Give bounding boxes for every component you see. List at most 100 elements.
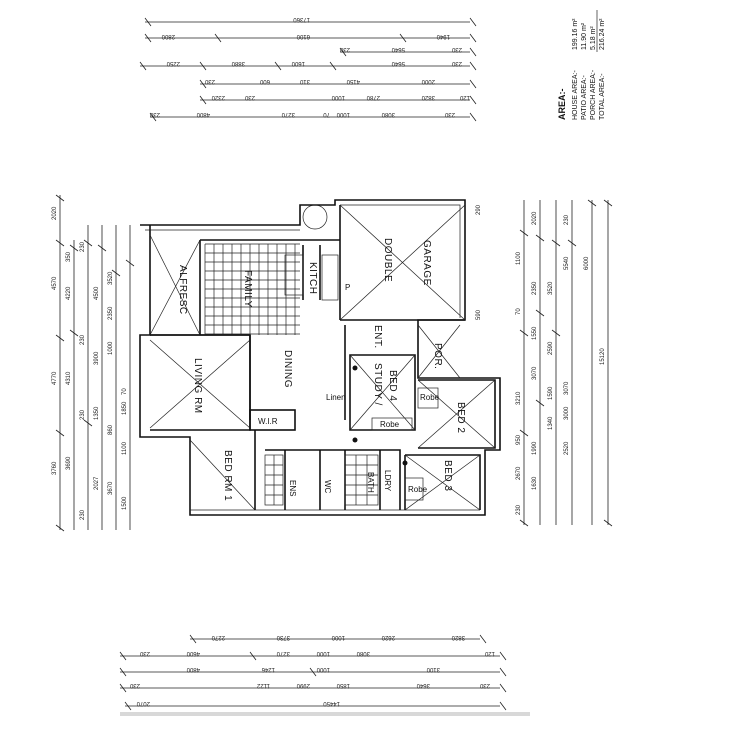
dim-left: 3670 (108, 481, 114, 495)
room-robe-study: Robe (380, 420, 400, 429)
dim-top: 230 (339, 46, 350, 52)
dim-top: 3880 (231, 60, 245, 66)
dim-left: 4220 (66, 286, 72, 300)
dim-top: 2800 (161, 33, 175, 39)
dim-left: 230 (80, 241, 86, 252)
dim-bottom: 14450 (323, 700, 340, 706)
dim-right: 1630 (532, 476, 538, 490)
dim-right: 1990 (532, 441, 538, 455)
dim-right: 2590 (548, 341, 554, 355)
dim-right: 1340 (548, 416, 554, 430)
dim-bottom: 2270 (211, 634, 225, 640)
dim-top: 2000 (421, 78, 435, 84)
area-value: 5.18 m² (590, 26, 597, 50)
dim-right: 2520 (564, 441, 570, 455)
dim-top: 1600 (291, 60, 305, 66)
dim-left: 3760 (52, 461, 58, 475)
dim-left: 3520 (108, 271, 114, 285)
area-value: 199.16 m² (572, 18, 579, 50)
dim-top: 2780 (366, 94, 380, 100)
dim-right: 1100 (516, 251, 522, 265)
bottom-dimensions: 2270 3730 1000 2620 3820 230 4600 3270 1… (119, 634, 530, 716)
dim-left: 4770 (52, 371, 58, 385)
dim-bottom: 2990 (296, 682, 310, 688)
room-family: FAMILY (242, 270, 253, 308)
dim-bottom: 3640 (416, 682, 430, 688)
area-label: PORCH AREA:- (590, 69, 597, 120)
room-double-label: DOUBLE (382, 238, 393, 282)
dim-top: 1000 (331, 94, 345, 100)
dim-bottom: 1246 (261, 666, 275, 672)
dim-right: 290 (476, 204, 482, 215)
area-value: 216.24 m² (599, 18, 606, 50)
area-value: 11.90 m² (581, 22, 588, 50)
dim-bottom: 3100 (426, 666, 440, 672)
dim-left: 2027 (94, 476, 100, 490)
dim-top: 4800 (196, 111, 210, 117)
dim-right: 3520 (548, 281, 554, 295)
dim-left: 4570 (52, 276, 58, 290)
dim-top: 3080 (381, 111, 395, 117)
room-kitchen: KITCH (307, 262, 318, 295)
dim-right: 2670 (516, 466, 522, 480)
dim-bottom: 4600 (186, 650, 200, 656)
dim-right: 15120 (600, 348, 606, 365)
room-living: LIVING RM (192, 358, 203, 414)
room-porch: POR. (432, 343, 443, 369)
dim-top: 2320 (211, 94, 225, 100)
dim-right: 5540 (564, 256, 570, 270)
room-ens: ENS (288, 480, 297, 496)
dim-top-total: 17360 (293, 16, 310, 22)
dim-right: 590 (476, 309, 482, 320)
dim-top: 230 (244, 94, 255, 100)
dim-right: 3070 (564, 381, 570, 395)
area-label: HOUSE AREA:- (572, 70, 579, 120)
dim-bottom: 3730 (276, 634, 290, 640)
dim-right: 230 (564, 214, 570, 225)
dim-top: 3270 (281, 111, 295, 117)
dim-top: 3820 (421, 94, 435, 100)
dim-top: 5640 (391, 60, 405, 66)
room-entry: ENT. (372, 325, 383, 349)
dim-right: 950 (516, 434, 522, 445)
room-labels: ALFRESC FAMILY KITCH DOUBLE GARAGE LIVIN… (177, 238, 466, 501)
room-bed4: BED 4 (387, 370, 398, 401)
area-heading: AREA:- (557, 89, 567, 121)
dim-top: 6100 (296, 33, 310, 39)
room-laundry: LDRY (383, 470, 392, 492)
dim-bottom: 4800 (186, 666, 200, 672)
room-bed2: BED 2 (455, 402, 466, 433)
room-bed3: BED 3 (442, 460, 453, 491)
dim-top: 1940 (436, 33, 450, 39)
dim-left: 2350 (108, 306, 114, 320)
room-robe-bed2: Robe (420, 393, 440, 402)
dim-top: 5640 (391, 46, 405, 52)
dim-top: 310 (299, 78, 310, 84)
dim-left: 3900 (94, 351, 100, 365)
dim-bottom: 230 (129, 682, 140, 688)
dim-top: 70 (323, 111, 330, 117)
top-dimensions: 17360 2800 6100 1940 230 5640 230 2250 3… (139, 16, 477, 122)
area-table: AREA:- HOUSE AREA:- 199.16 m² PATIO AREA… (557, 10, 606, 120)
dim-left: 1100 (122, 441, 128, 455)
room-robe-bed3: Robe (408, 485, 428, 494)
dim-top: 230 (444, 111, 455, 117)
dim-left: 230 (80, 334, 86, 345)
dim-top: 2250 (166, 60, 180, 66)
left-dimensions: 2020 4570 4770 3760 350 4220 4310 3690 2… (52, 194, 135, 532)
dim-top: 230 (204, 78, 215, 84)
dim-bottom: 1000 (331, 634, 345, 640)
room-wir: W.I.R (258, 417, 278, 426)
dim-left: 1850 (122, 401, 128, 415)
dim-top: 4150 (346, 78, 360, 84)
room-bath: BATH (366, 472, 375, 493)
room-bed1: BED RM 1 (222, 450, 233, 501)
dim-right: 6000 (584, 256, 590, 270)
dim-bottom: 2620 (381, 634, 395, 640)
dim-right: 230 (516, 504, 522, 515)
area-label: PATIO AREA:- (581, 74, 588, 120)
dim-left: 860 (108, 424, 114, 435)
dim-bottom: 3080 (356, 650, 370, 656)
dim-left: 230 (80, 409, 86, 420)
right-dimensions: 2020 2350 1100 3520 5540 2590 3070 230 6… (476, 199, 613, 527)
